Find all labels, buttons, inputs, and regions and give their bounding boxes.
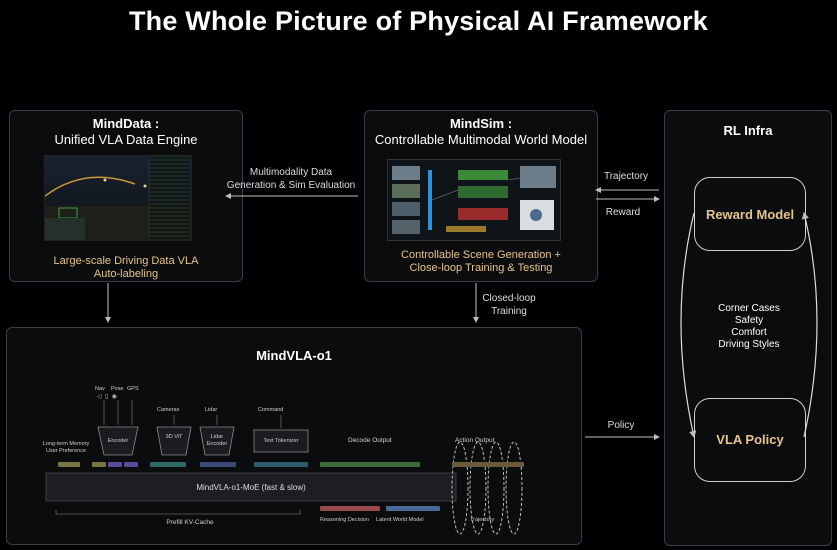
reward-arrow-label: Reward (605, 207, 641, 218)
vla-policy-box: VLA Policy (694, 398, 806, 482)
user-preference-label: User Preference (45, 448, 87, 454)
mind-sim-panel: MindSim : Controllable Multimodal World … (364, 110, 598, 282)
factor-driving-styles: Driving Styles (718, 339, 780, 350)
mind-data-subtitle: Unified VLA Data Engine (54, 132, 198, 147)
trajectory-output-label: Trajectory (470, 517, 495, 523)
multimodality-label-line2: Generation & Sim Evaluation (226, 180, 356, 191)
text-tokenizer-label: Text Tokenizer (263, 438, 299, 444)
token-chip (200, 462, 236, 467)
pose-label: Pose (111, 386, 124, 392)
reward-model-label: Reward Model (705, 207, 795, 222)
mind-sim-caption-line2: Close-loop Training & Testing (409, 262, 553, 274)
vla-policy-label: VLA Policy (716, 432, 784, 447)
action-output-label: Action Output (455, 437, 495, 444)
rl-infra-title: RL Infra (723, 123, 773, 138)
decode-output-label: Decode Output (348, 437, 392, 444)
mind-data-caption-line1: Large-scale Driving Data VLA (53, 255, 199, 267)
factor-safety: Safety (734, 315, 764, 326)
mind-sim-caption-line1: Controllable Scene Generation + (401, 249, 561, 261)
mind-vla-title: MindVLA-o1 (256, 348, 332, 363)
mind-data-panel: MindData : Unified VLA Data Engine Large… (9, 110, 243, 282)
mind-data-title: MindData : (92, 116, 160, 131)
token-chip (124, 462, 138, 467)
factor-corner-cases: Corner Cases (718, 303, 780, 314)
driving-data-side-panel (150, 155, 190, 239)
nav-icon: ◁ (97, 394, 102, 400)
factor-comfort: Comfort (731, 327, 767, 338)
encoder-label: Encoder (107, 438, 129, 444)
token-chip (386, 506, 440, 511)
long-term-memory-label: Long-term Memory (42, 441, 90, 447)
policy-arrow-label: Policy (607, 420, 635, 431)
token-chip (320, 506, 380, 511)
moe-label: MindVLA-o1-MoE (fast & slow) (196, 483, 306, 492)
closed-loop-label-line1: Closed-loop (482, 293, 536, 304)
pose-icon: ▯ (104, 394, 109, 400)
closed-loop-label-line2: Training (491, 306, 527, 317)
mind-data-caption-line2: Auto-labeling (93, 268, 159, 280)
rl-factors: Corner Cases Safety Comfort Driving Styl… (694, 303, 804, 351)
gps-icon: ◉ (111, 394, 117, 400)
reasoning-decision-label: Reasoning Decision (320, 517, 369, 523)
cameras-label: Cameras (157, 407, 180, 413)
token-chip (150, 462, 186, 467)
trajectory-arrow-label: Trajectory (603, 171, 649, 182)
prefill-label: Prefill KV-Cache (166, 519, 214, 526)
gps-label: GPS (127, 386, 139, 392)
world-model-diagram (387, 159, 561, 241)
token-chip (58, 462, 80, 467)
token-chip (92, 462, 106, 467)
token-chip (108, 462, 122, 467)
token-chip (452, 462, 524, 467)
command-label: Command (258, 407, 284, 413)
lidar-label: Lidar (205, 407, 218, 413)
latent-world-model-label: Latent World Model (376, 517, 424, 523)
token-chip (254, 462, 308, 467)
sensor-icons: ◁ ▯ ◉ (97, 394, 141, 401)
multimodality-label-line1: Multimodality Data (249, 167, 333, 178)
lidar-encoder-label: Lidar Encoder (206, 434, 228, 447)
mind-sim-title: MindSim : (449, 116, 513, 131)
token-chip (320, 462, 420, 467)
mind-sim-subtitle: Controllable Multimodal World Model (374, 132, 588, 147)
vit-label: 3D ViT (165, 434, 183, 440)
page-title: The Whole Picture of Physical AI Framewo… (128, 6, 709, 36)
nav-label: Nav (95, 386, 105, 392)
